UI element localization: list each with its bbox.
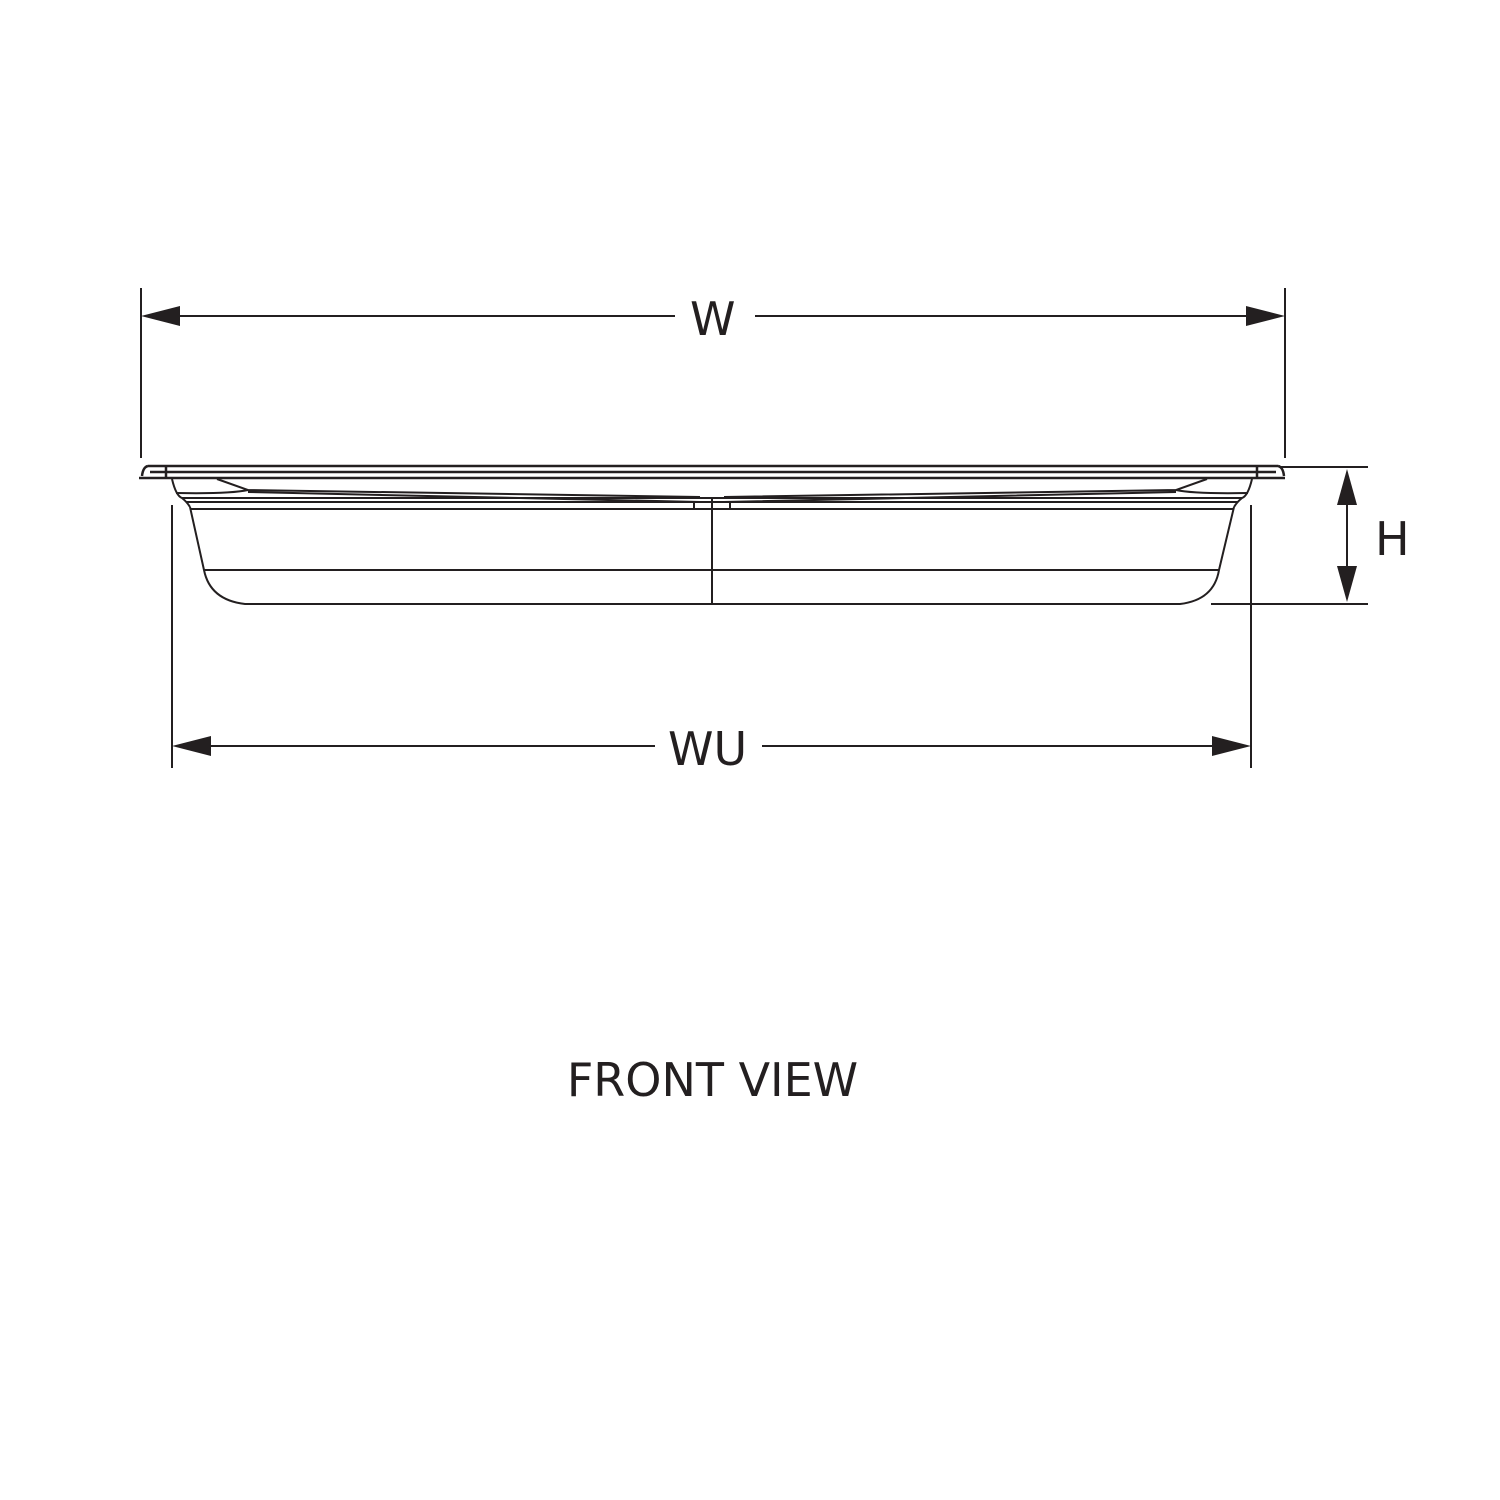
wu-arrow-left-icon (172, 736, 211, 756)
view-title: FRONT VIEW (566, 1053, 859, 1107)
h-dimension-label: H (1375, 512, 1410, 566)
w-arrow-left-icon (141, 306, 180, 326)
pan-flange (139, 464, 1286, 480)
h-arrow-down-icon (1337, 566, 1357, 602)
wu-dimension-label: WU (668, 722, 748, 776)
pan-center-clip (693, 502, 731, 509)
w-dimension-label: W (690, 292, 736, 346)
w-arrow-right-icon (1246, 306, 1285, 326)
pan-rim-taper-left (175, 478, 701, 503)
h-arrow-up-icon (1337, 469, 1357, 505)
wu-arrow-right-icon (1212, 736, 1251, 756)
pan-rim-taper-right (723, 478, 1249, 503)
